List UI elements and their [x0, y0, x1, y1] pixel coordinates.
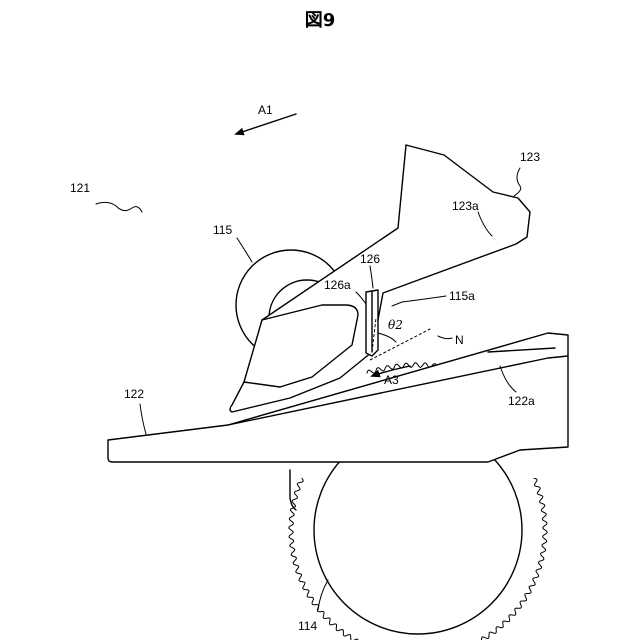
label-a3: A3: [384, 373, 399, 387]
leader-114: [318, 580, 328, 610]
label-115: 115: [213, 223, 232, 237]
label-126: 126: [360, 252, 380, 266]
label-a1: A1: [258, 103, 273, 117]
label-123: 123: [520, 150, 540, 164]
arrow-a1: [236, 114, 296, 134]
label-122a: 122a: [508, 394, 535, 408]
label-n: N: [455, 333, 464, 347]
label-126a: 126a: [324, 278, 351, 292]
label-123a: 123a: [452, 199, 479, 213]
label-115a: 115a: [449, 289, 475, 303]
label-theta2: θ2: [388, 318, 403, 332]
leader-n: [438, 336, 452, 339]
leader-123: [514, 168, 521, 196]
label-121: 121: [70, 181, 90, 195]
normal-line-n: [370, 328, 432, 360]
leader-115: [237, 238, 252, 262]
figure-title: 図9: [305, 10, 336, 31]
label-114: 114: [298, 619, 317, 633]
angle-theta2-arc: [378, 333, 396, 342]
blade-126: [366, 290, 378, 356]
leader-122: [140, 404, 146, 434]
leader-121: [96, 202, 142, 212]
label-122: 122: [124, 387, 144, 401]
leader-115a: [392, 296, 446, 306]
